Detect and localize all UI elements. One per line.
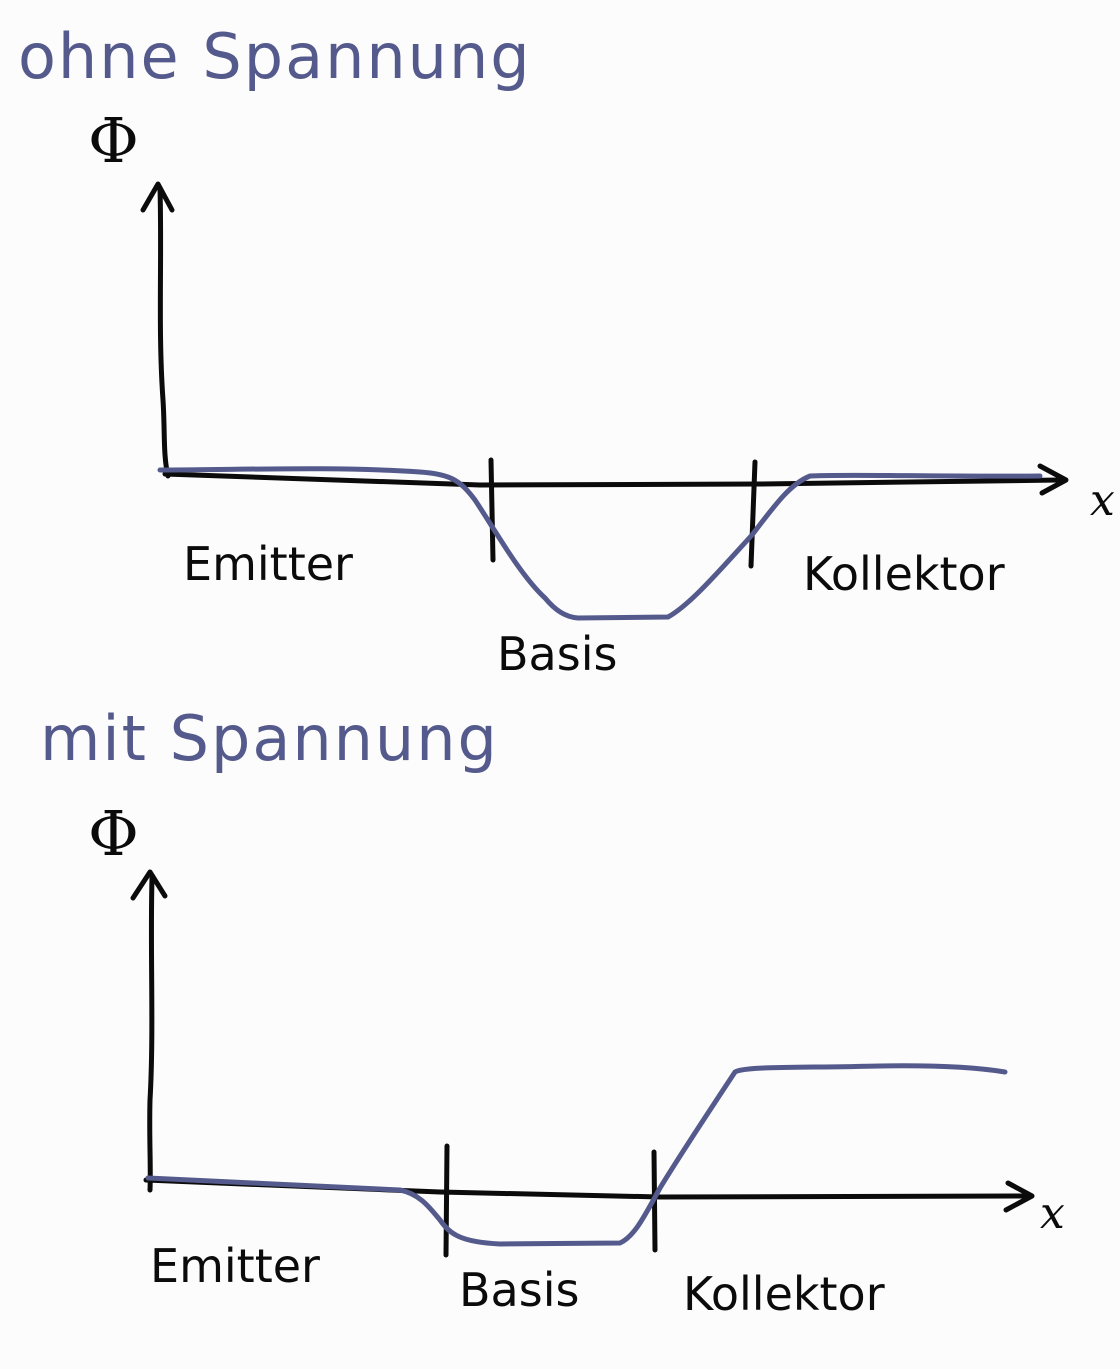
y-axis-arrowhead <box>140 181 175 213</box>
x-axis <box>162 471 1063 488</box>
region-label-collector: Kollektor <box>803 547 1005 601</box>
diagram-title: mit Spannung <box>40 702 499 775</box>
boundary-emitter-basis <box>443 1143 450 1258</box>
x-axis-arrowhead <box>1003 1180 1035 1213</box>
y-axis <box>147 875 155 1193</box>
region-label-basis: Basis <box>459 1263 579 1317</box>
region-label-collector: Kollektor <box>683 1267 885 1321</box>
region-label-emitter: Emitter <box>150 1239 320 1293</box>
y-axis-arrowhead <box>130 869 168 901</box>
potential-curve <box>157 466 1043 621</box>
boundary-basis-collector <box>748 459 758 569</box>
potential-curve <box>145 1063 1008 1247</box>
potential-symbol: Φ <box>88 797 139 870</box>
region-label-emitter: Emitter <box>183 537 353 591</box>
x-axis-symbol: x <box>1090 475 1115 526</box>
y-axis <box>157 185 171 479</box>
x-axis-symbol: x <box>1040 1188 1065 1239</box>
x-axis-arrowhead <box>1037 463 1069 496</box>
diagram-without-voltage: ohne Spannung Φ x Emitter Basis Kollekto… <box>18 20 1115 681</box>
diagram-title: ohne Spannung <box>18 20 532 93</box>
region-label-basis: Basis <box>497 627 617 681</box>
boundary-emitter-basis <box>488 457 496 563</box>
diagram-with-voltage: mit Spannung Φ x Emitter Basis Kollektor <box>40 702 1065 1321</box>
potential-symbol: Φ <box>88 104 139 177</box>
